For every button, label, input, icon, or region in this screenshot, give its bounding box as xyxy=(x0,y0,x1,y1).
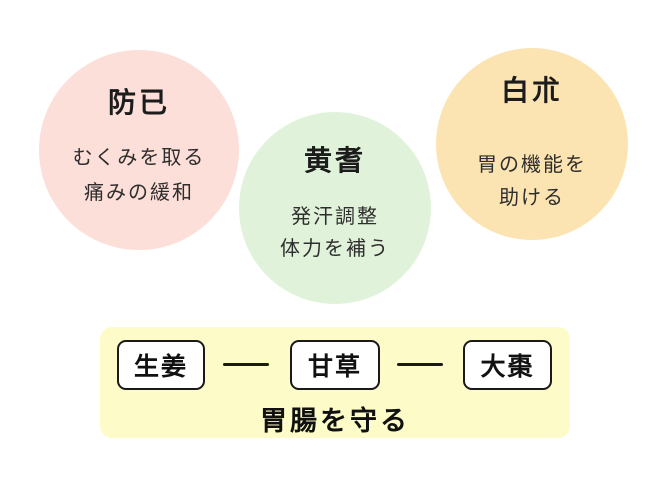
herb-circle-ogi: 黄耆 発汗調整 体力を補う xyxy=(239,112,431,304)
herb-effect-line: 体力を補う xyxy=(280,238,390,260)
herb-circle-byakujutsu: 白朮 胃の機能を 助ける xyxy=(436,48,628,240)
panel-caption: 胃腸を守る xyxy=(260,406,410,436)
herb-name-byakujutsu: 白朮 xyxy=(500,75,563,106)
herb-circle-boi: 防已 むくみを取る 痛みの緩和 xyxy=(39,50,239,250)
herb-name-ogi: 黄耆 xyxy=(303,145,366,176)
herb-chip-taiso: 大棗 xyxy=(463,340,552,390)
herb-effect-line: 胃の機能を xyxy=(477,154,587,176)
herb-effect-line: 助ける xyxy=(499,187,565,209)
connector-line xyxy=(397,363,443,366)
herb-effect-line: 発汗調整 xyxy=(291,206,379,228)
herb-chip-shokyo: 生姜 xyxy=(117,340,205,390)
herb-effect-line: むくみを取る xyxy=(72,147,206,169)
herb-effect-line: 痛みの緩和 xyxy=(84,182,194,204)
connector-line xyxy=(223,363,269,366)
herb-chip-kanzo: 甘草 xyxy=(290,340,380,390)
herb-name-boi: 防已 xyxy=(107,87,170,118)
